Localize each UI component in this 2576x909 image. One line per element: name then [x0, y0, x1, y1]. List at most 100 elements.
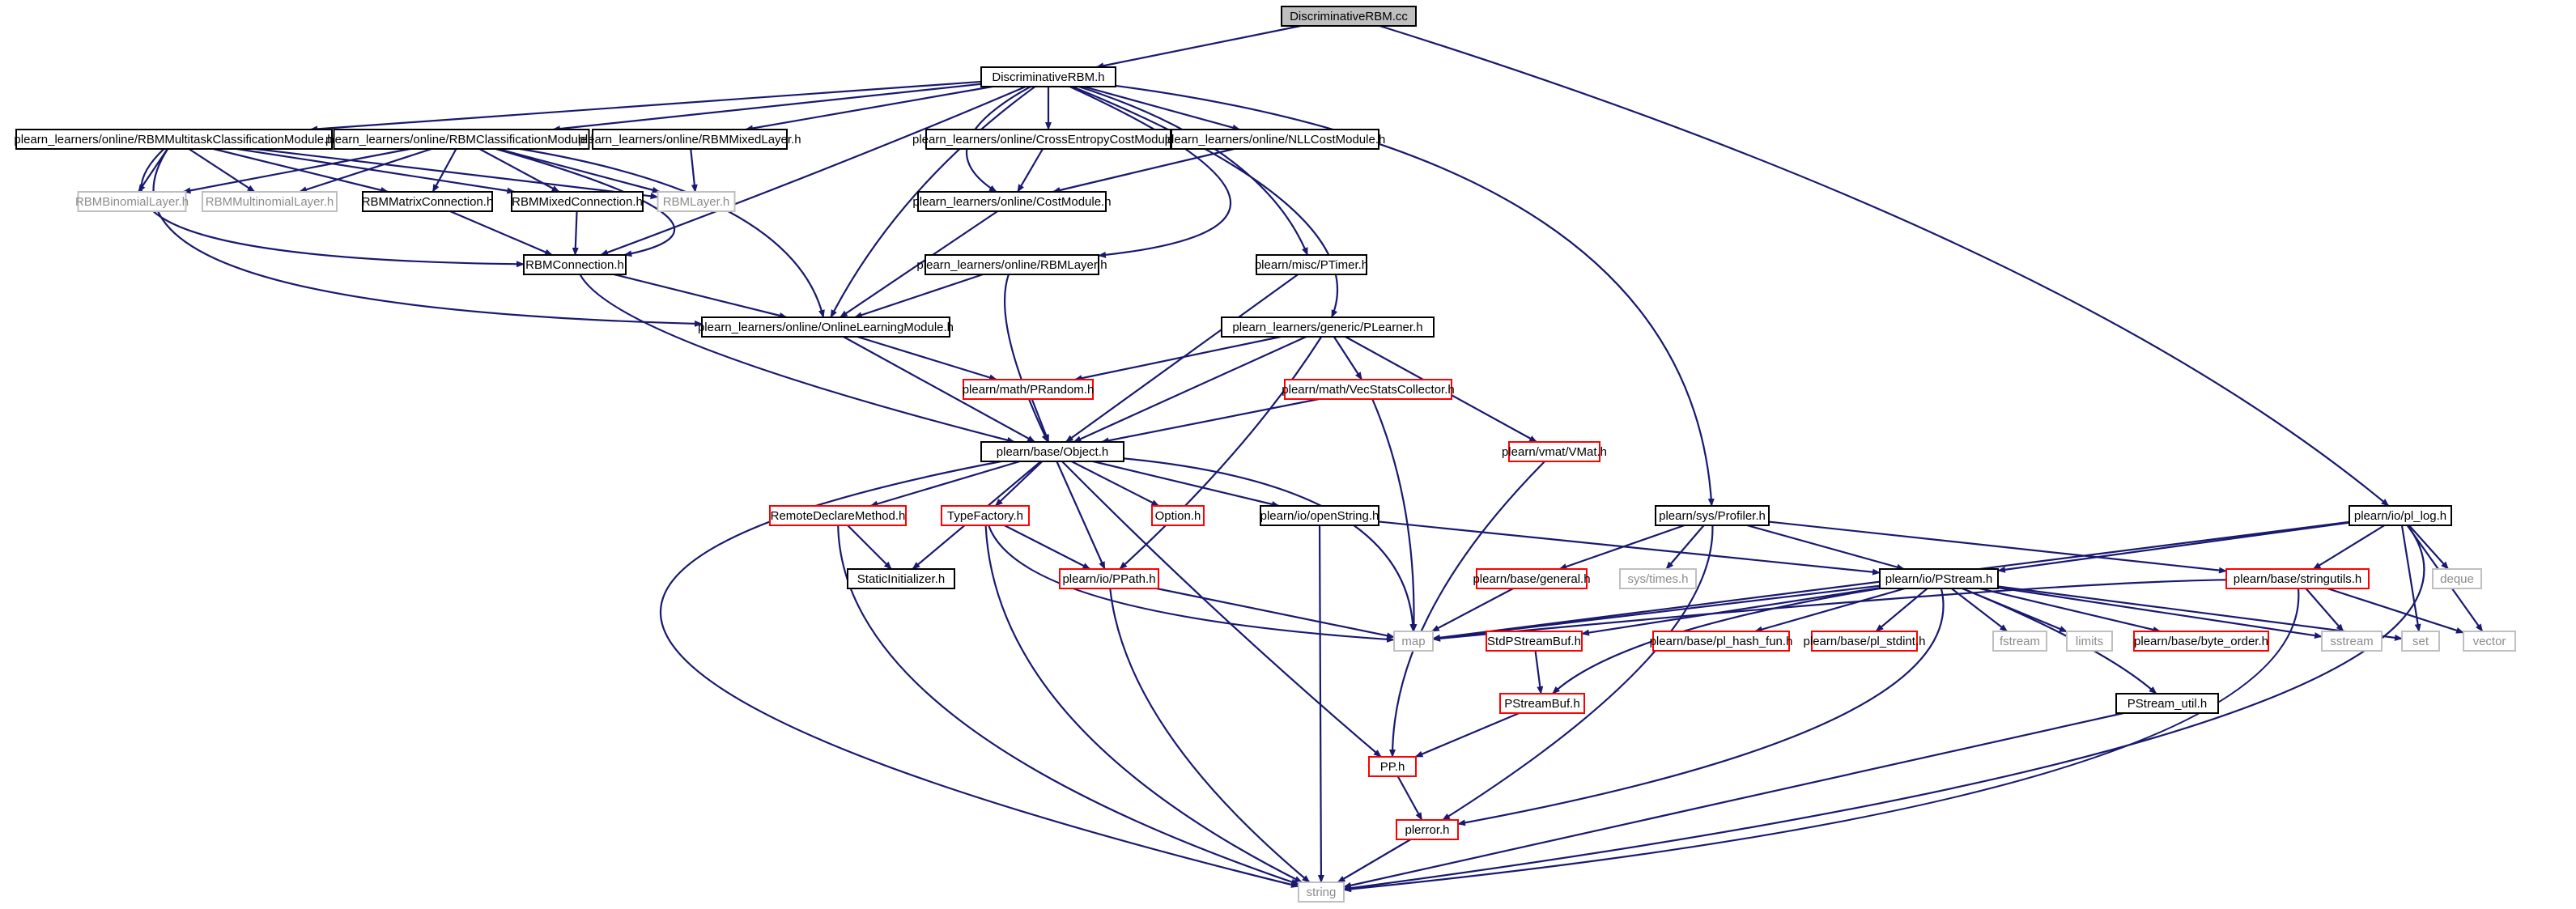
file-node-n7: RBMBinomialLayer.h: [75, 191, 189, 212]
file-node-n25[interactable]: TypeFactory.h: [941, 505, 1030, 526]
file-node-n6[interactable]: plearn_learners/online/NLLCostModule.h: [1165, 129, 1386, 150]
file-node-label: RBMConnection.h: [525, 258, 624, 272]
file-node-n29[interactable]: plearn/io/PPath.h: [1059, 568, 1159, 589]
edge-n2-to-n16: [152, 148, 703, 327]
edge-n46-to-n49: [1343, 711, 2124, 889]
file-node-n14[interactable]: plearn_learners/online/RBMLayer.h: [916, 254, 1107, 275]
file-node-box: [2133, 631, 2269, 652]
edge-n23-to-n33: [2312, 525, 2386, 570]
edge-n32-to-n35: [1432, 584, 1881, 642]
edge-n30-to-n35: [1430, 588, 1514, 632]
file-node-n19[interactable]: plearn/math/VecStatsCollector.h: [1282, 379, 1455, 400]
file-node-n13[interactable]: RBMConnection.h: [523, 254, 627, 275]
file-node-label: plearn/base/byte_order.h: [2134, 635, 2268, 648]
edge-n33-to-n42: [2305, 588, 2344, 632]
file-node-n36[interactable]: StdPStreamBuf.h: [1486, 631, 1583, 652]
file-node-n48[interactable]: plerror.h: [1396, 819, 1459, 840]
edge-n48-to-n49: [1337, 839, 1412, 883]
file-node-box: [980, 66, 1116, 87]
file-node-box: [1256, 254, 1367, 275]
edge-n2-to-n13: [140, 148, 525, 268]
file-node-box: [1476, 568, 1588, 589]
file-node-n16[interactable]: plearn_learners/online/OnlineLearningMod…: [698, 316, 954, 338]
edge-n3-to-n8: [298, 147, 432, 193]
file-node-box: [1281, 6, 1417, 27]
file-node-n0[interactable]: DiscriminativeRBM.cc: [1281, 6, 1417, 27]
edge-n23-to-n49: [1343, 525, 2425, 892]
file-node-n21[interactable]: plearn/vmat/VMat.h: [1502, 441, 1607, 462]
file-node-label: RBMMixedConnection.h: [512, 195, 643, 209]
edge-n1-to-n2: [309, 80, 982, 133]
file-node-box: [1652, 631, 1790, 652]
file-node-n38[interactable]: plearn/base/pl_stdint.h: [1804, 631, 1926, 652]
file-node-n5[interactable]: plearn_learners/online/CrossEntropyCostM…: [912, 129, 1184, 150]
file-node-label: string: [1307, 886, 1337, 899]
file-node-box: [1486, 631, 1583, 652]
file-node-label: plearn/misc/PTimer.h: [1255, 258, 1368, 272]
edge-n0-to-n23: [1379, 24, 2390, 507]
file-node-n27[interactable]: plearn/io/openString.h: [1260, 505, 1379, 526]
file-node-box: [657, 191, 736, 212]
edge-n1-to-n17: [1072, 85, 1339, 318]
file-node-n18[interactable]: plearn/math/PRandom.h: [963, 379, 1095, 400]
edge-n45-to-n47: [1414, 711, 1520, 758]
file-node-n2[interactable]: plearn_learners/online/RBMMultitaskClass…: [14, 129, 334, 150]
file-node-n15[interactable]: plearn/misc/PTimer.h: [1255, 254, 1368, 275]
file-node-label: plearn/math/VecStatsCollector.h: [1282, 383, 1454, 397]
edge-n22-to-n32: [1746, 524, 1905, 571]
edge-n16-to-n20: [843, 336, 1036, 443]
edge-n13-to-n20: [579, 274, 1016, 444]
file-node-n9[interactable]: RBMMatrixConnection.h: [362, 191, 494, 212]
edge-n32-to-n39: [1950, 588, 2009, 632]
edge-n23-to-n34: [2408, 525, 2450, 570]
edge-n17-to-n20: [1073, 335, 1307, 444]
file-node-n23[interactable]: plearn/io/pl_log.h: [2349, 505, 2452, 526]
edge-n20-to-n29: [1056, 461, 1106, 570]
file-node-n45[interactable]: PStreamBuf.h: [1499, 693, 1585, 714]
file-node-label: PStreamBuf.h: [1504, 697, 1579, 711]
file-node-n39: fstream: [1992, 631, 2047, 652]
edge-n32-to-n38: [1875, 588, 1928, 632]
file-node-n22[interactable]: plearn/sys/Profiler.h: [1655, 505, 1770, 526]
file-node-box: [1396, 819, 1459, 840]
file-node-box: [1171, 129, 1379, 150]
file-node-label: Option.h: [1155, 509, 1201, 523]
file-node-n46[interactable]: PStream_util.h: [2115, 693, 2219, 714]
file-node-n28[interactable]: StaticInitializer.h: [847, 568, 955, 589]
edge-n20-to-n35: [1123, 457, 1417, 632]
file-node-n20[interactable]: plearn/base/Object.h: [980, 441, 1124, 462]
file-node-label: plearn/base/general.h: [1473, 572, 1590, 586]
file-node-n41[interactable]: plearn/base/byte_order.h: [2133, 631, 2269, 652]
file-node-n10[interactable]: RBMMixedConnection.h: [511, 191, 644, 212]
file-node-n1[interactable]: DiscriminativeRBM.h: [980, 66, 1116, 87]
file-node-label: plearn/sys/Profiler.h: [1659, 509, 1766, 523]
file-node-box: [2401, 631, 2440, 652]
file-node-box: [77, 191, 187, 212]
file-node-label: plearn_learners/online/RBMLayer.h: [916, 258, 1107, 272]
file-node-n17[interactable]: plearn_learners/generic/PLearner.h: [1221, 316, 1435, 338]
file-node-n12[interactable]: plearn_learners/online/CostModule.h: [912, 191, 1112, 212]
file-node-label: deque: [2440, 572, 2474, 586]
file-node-n32[interactable]: plearn/io/PStream.h: [1879, 568, 1999, 589]
file-node-box: [2432, 568, 2482, 589]
edge-n33-to-n44: [2327, 587, 2464, 634]
edge-n20-to-n25: [994, 461, 1044, 507]
edge-n21-to-n47: [1389, 461, 1545, 758]
file-node-n37[interactable]: plearn/base/pl_hash_fun.h: [1650, 631, 1793, 652]
file-node-label: PP.h: [1380, 760, 1405, 774]
file-node-n33[interactable]: plearn/base/stringutils.h: [2225, 568, 2370, 589]
edge-n1-to-n22: [1115, 84, 1715, 507]
file-node-box: [1508, 441, 1600, 462]
edge-n27-to-n49: [1317, 525, 1324, 883]
file-node-n24[interactable]: RemoteDeclareMethod.h: [769, 505, 907, 526]
file-node-n4[interactable]: plearn_learners/online/RBMMixedLayer.h: [578, 129, 801, 150]
file-node-box: [1059, 568, 1159, 589]
edge-n12-to-n16: [839, 210, 998, 318]
file-node-n3[interactable]: plearn_learners/online/RBMClassification…: [325, 129, 597, 150]
edge-n9-to-n13: [449, 210, 553, 257]
file-node-label: plearn/vmat/VMat.h: [1502, 445, 1607, 459]
file-node-n30[interactable]: plearn/base/general.h: [1473, 568, 1591, 589]
file-node-n47[interactable]: PP.h: [1368, 756, 1417, 777]
file-node-n26[interactable]: Option.h: [1151, 505, 1205, 526]
file-node-label: plearn_learners/online/RBMClassification…: [325, 133, 597, 147]
